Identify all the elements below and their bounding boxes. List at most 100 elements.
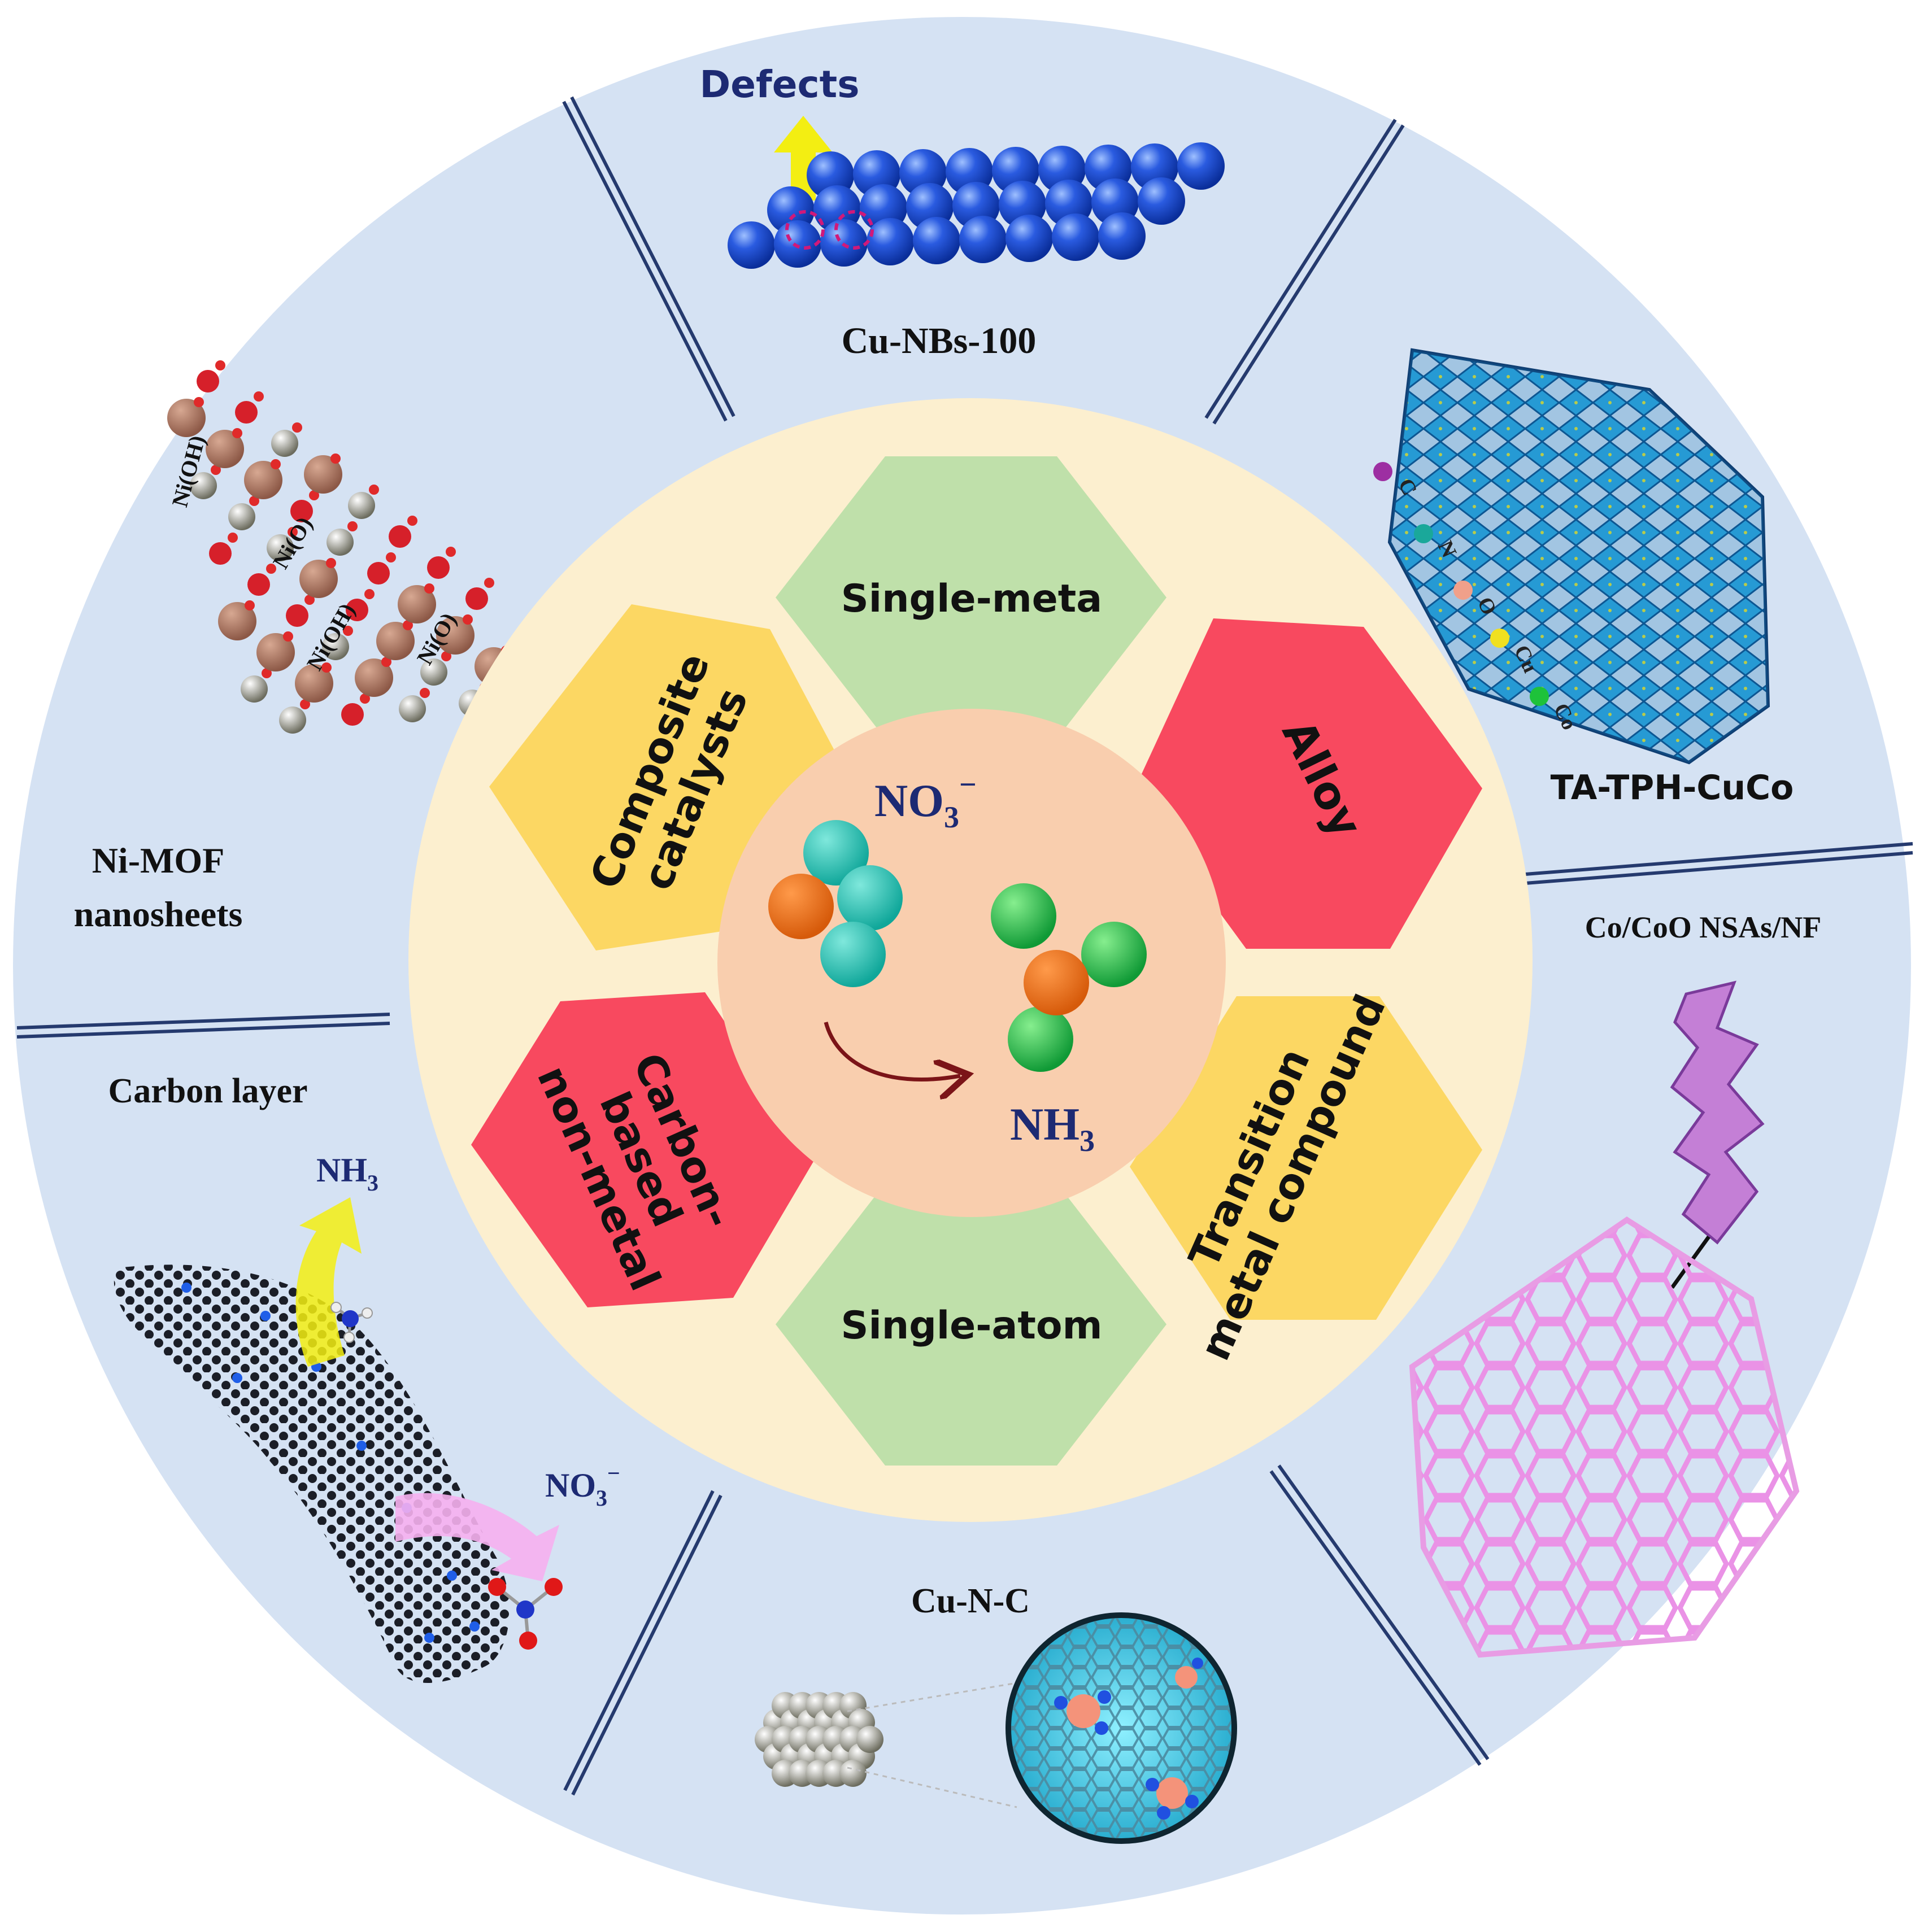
legend-c-dot [1373, 462, 1392, 481]
ni-mof-brown-cluster [244, 461, 282, 499]
ta-tph-cuco-label: TA-TPH-CuCo [1551, 768, 1794, 808]
ni-mof-oxygen [194, 397, 204, 407]
ni-mof-oxygen [386, 552, 396, 562]
no3-adsorption-arrow-icon [395, 1493, 559, 1581]
center-no3-label: NO3− [874, 767, 977, 834]
nh3-molecule-icon [330, 1302, 373, 1343]
ni-mof-oxygen [254, 391, 264, 402]
ni-mof-oxygen [249, 496, 259, 506]
ni-mof-grey-node [322, 633, 349, 660]
tph-framework [1387, 348, 1770, 765]
ni-mof-oxygen [446, 547, 456, 557]
cu-atom-sphere [959, 216, 1007, 263]
ni-mof-oxygen [484, 578, 494, 588]
ni-mof-brown-cluster [295, 664, 333, 703]
ni-mof-grey-node [420, 658, 447, 686]
ni-mof-grey-node [267, 534, 294, 561]
ni-mof-grey-node [327, 529, 354, 556]
ni-mof-oxygen [381, 657, 391, 667]
cu-nbs-100-label: Cu-NBs-100 [842, 320, 1037, 361]
ni-mof-oxygen [288, 527, 298, 537]
ni-mof-brown-cluster [436, 616, 475, 655]
cu-atom-sphere [1177, 142, 1225, 190]
segment-ta-tph-cuco: C N O Cu Co TA-TPH-CuCo [1373, 348, 1794, 808]
co-coo-label: Co/CoO NSAs/NF [1585, 910, 1822, 944]
ni-mof-oxygen [262, 668, 272, 678]
ni-mof-grey-node [241, 675, 268, 703]
carbon-layer-label: Carbon layer [108, 1072, 307, 1110]
ni-mof-brown-cluster [299, 560, 338, 598]
cu-sphere-slab [728, 142, 1225, 269]
ni-mof-oxygen [369, 485, 379, 495]
cu-atom-sites [1054, 1658, 1203, 1820]
cu-atom-sphere [728, 221, 775, 269]
ni-mof-oxygen [292, 422, 302, 433]
ni-mof-oxygen [403, 620, 413, 630]
ni-mof-oxygen [326, 558, 336, 568]
legend-o-dot [1453, 581, 1473, 600]
ni-mof-red-node [389, 525, 411, 548]
ni-mof-oxygen [304, 595, 315, 605]
ni-mof-grey-node [271, 430, 298, 457]
ni-mof-oxygen [343, 626, 353, 636]
carbon-particle-cluster [755, 1692, 883, 1787]
nh3-release-arrow-icon [295, 1197, 362, 1367]
cu-atom-sphere [867, 218, 914, 265]
carbon-no3-label: NO3− [545, 1460, 620, 1511]
cu-atom-sphere [1005, 215, 1053, 262]
ni-mof-oxygen [232, 428, 242, 438]
ni-mof-oxygen [360, 694, 370, 704]
ni-mof-red-node [290, 500, 313, 522]
ammonia-molecule-icon [991, 883, 1147, 1072]
ni-mof-oxygen [321, 662, 332, 673]
segment-dividers [16, 96, 1913, 1796]
ni-mof-label-line2: nanosheets [74, 894, 243, 934]
cu-atom-sphere [1052, 213, 1099, 261]
ni-mof-oxygen [211, 465, 221, 475]
hex-alloy [1133, 618, 1482, 949]
ni-mof-oxygen [463, 614, 473, 625]
segment-cu-n-c: Cu-N-C [755, 1582, 1237, 1844]
ni-mof-oxygen [420, 688, 430, 698]
cu-atom-sphere [774, 220, 821, 268]
carbon-nh3-label: NH3 [316, 1152, 378, 1196]
label-single-atom: Single-atom [841, 1303, 1103, 1348]
zoom-guide [847, 1682, 1017, 1712]
cu-n-c-label: Cu-N-C [911, 1582, 1030, 1620]
ni-mof-brown-cluster [167, 399, 206, 437]
ni-mof-red-node [209, 542, 232, 565]
ni-mof-brown-cluster [376, 622, 415, 660]
ni-mof-red-node [286, 604, 308, 627]
zoom-guide [847, 1767, 1017, 1808]
hex-transition-metal [1130, 996, 1482, 1320]
segment-cu-nbs-100: Defects Cu-NBs-100 [700, 63, 1225, 361]
ni-mof-structure [167, 360, 513, 734]
carbon-particle [856, 1726, 883, 1753]
ni-mof-grey-node [348, 492, 375, 519]
ni-mof-oxygen [309, 490, 319, 500]
hex-single-meta [776, 456, 1166, 739]
segment-carbon-layer: Carbon layer NH3 NO3− [108, 1072, 620, 1683]
ni-mof-oxygen [266, 564, 276, 574]
ni-mof-red-node [346, 599, 368, 621]
ni-mof-brown-cluster [206, 430, 244, 468]
ni-mof-oxygen [424, 583, 434, 594]
ni-mof-grey-node [228, 503, 255, 530]
hexagon-ring [471, 456, 1482, 1466]
carbon-sheet [114, 1264, 510, 1683]
legend-cu-dot [1490, 629, 1509, 648]
ni-mof-oxygen [441, 651, 451, 661]
label-single-meta: Single-meta [841, 577, 1102, 621]
cu-atom-sphere [1138, 177, 1185, 225]
defects-label: Defects [700, 63, 860, 106]
ni-mof-red-node [197, 370, 219, 392]
legend-co-dot [1530, 687, 1549, 706]
defect-site-marker [834, 210, 874, 250]
ni-mof-oxygen [407, 516, 417, 526]
ni-mof-brown-cluster [304, 455, 342, 494]
defect-site-marker [785, 210, 825, 250]
ni-mof-label-line1: Ni-MOF [92, 840, 225, 880]
ni-mof-oxygen [215, 360, 225, 370]
defects-arrow-icon [774, 116, 833, 200]
ni-mof-oxygen [245, 600, 255, 610]
